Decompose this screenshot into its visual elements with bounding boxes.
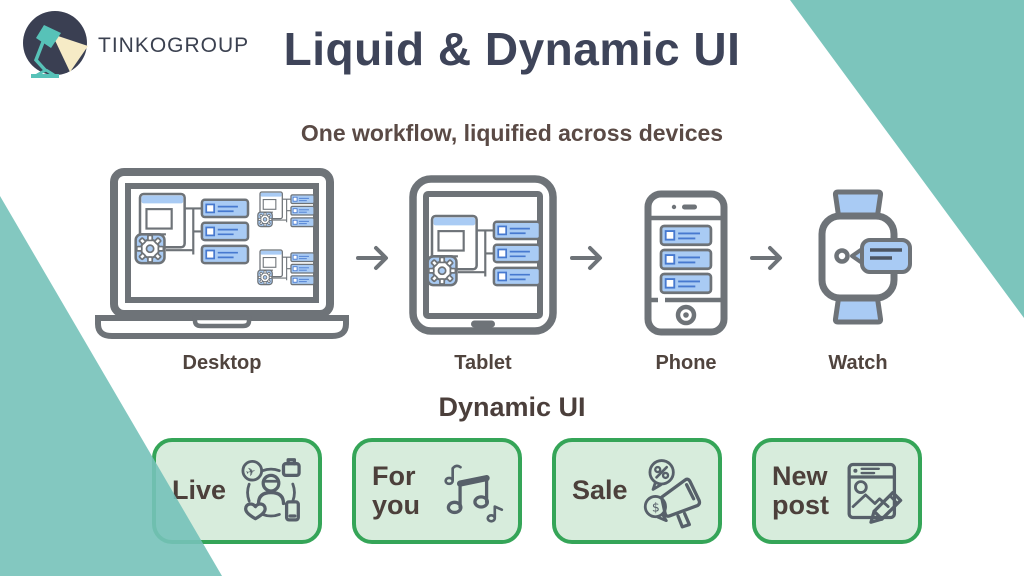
arrow-right-icon [568,244,608,272]
card-new-post-label: New post [772,460,829,520]
svg-text:$: $ [652,499,660,514]
dynamic-ui-heading: Dynamic UI [438,392,586,422]
page-title: Liquid & Dynamic UI [283,23,741,75]
device-label-desktop: Desktop [182,352,262,374]
desk-lamp-logo-icon [23,11,88,78]
card-for-you-label: For you [372,460,421,520]
card-sale-label: Sale [572,475,628,506]
card-live: Live ✈ [152,438,322,544]
device-label-phone: Phone [655,352,717,374]
live-activity-icon: ✈ [241,458,301,522]
card-sale: Sale $ [552,438,722,544]
watch-icon [818,189,912,325]
phone-icon [644,190,728,336]
card-new-post: New post [752,438,922,544]
brand-logo [18,8,92,84]
tablet-icon [409,175,557,335]
device-watch [802,186,914,336]
workflow-subtitle: One workflow, liquified across devices [300,120,724,146]
laptop-icon [95,168,349,339]
device-label-watch: Watch [828,352,888,374]
arrow-right-icon [354,244,394,272]
card-live-label: Live [172,475,227,506]
sale-megaphone-icon: $ [643,459,702,529]
card-for-you: For you [352,438,522,544]
device-label-tablet: Tablet [454,352,512,374]
device-tablet [408,174,558,346]
music-icon [444,464,504,523]
new-post-icon [847,462,903,524]
brand-name: TINKOGROUP [98,34,250,57]
device-desktop [92,168,352,344]
svg-text:✈: ✈ [244,464,257,480]
arrow-right-icon [748,244,788,272]
device-phone [643,190,729,336]
